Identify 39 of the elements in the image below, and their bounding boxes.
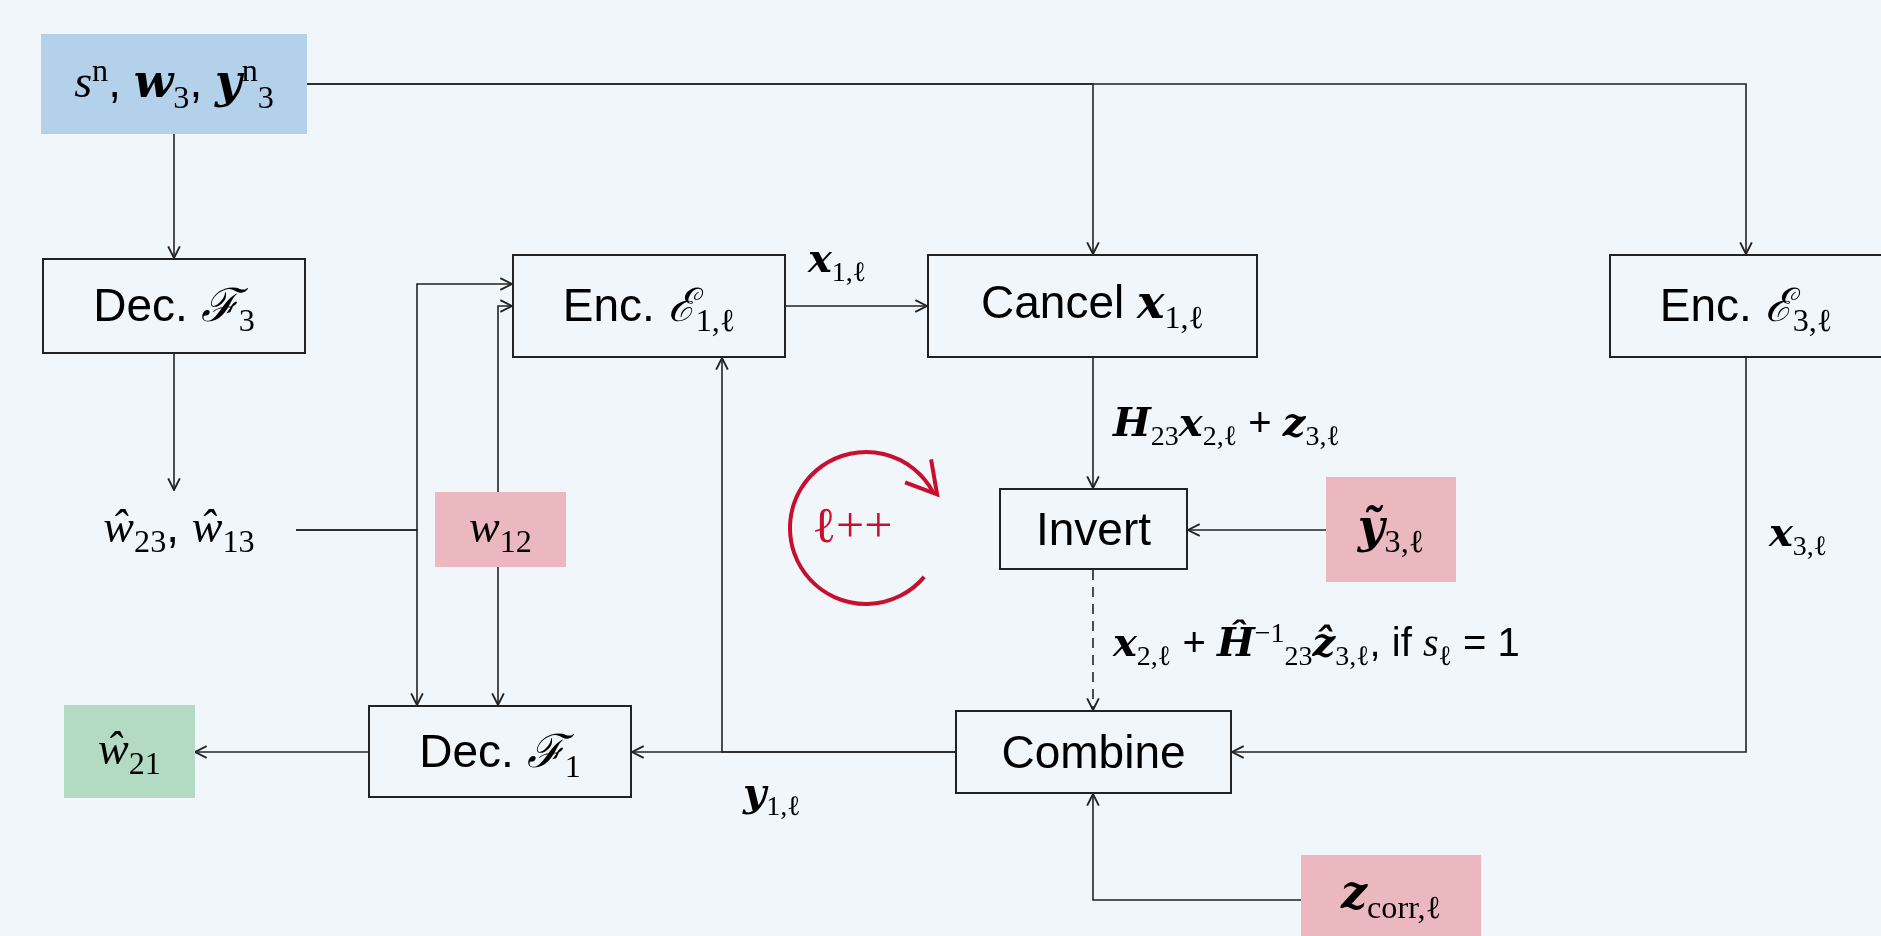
process-box [927, 254, 1258, 358]
arrow [1231, 357, 1747, 759]
process-box [512, 254, 786, 358]
variable-label [41, 34, 307, 134]
arrow [194, 745, 369, 759]
loop-counter-label: ℓ++ [812, 496, 893, 554]
arrow [785, 299, 928, 313]
node-text: ŵ$_{21}$ [98, 721, 161, 783]
variable-label [435, 492, 566, 567]
node-text: Enc. ℰ$_{1,ℓ}$ [562, 278, 736, 340]
node-text: ŵ$_{23}$, ŵ$_{13}$ [103, 499, 255, 561]
arrow [497, 299, 513, 493]
node-text: Dec. ℱ$_{3}$ [93, 278, 255, 340]
arrow [491, 566, 505, 706]
node-text: z$_{corr,ℓ}$ [1340, 864, 1442, 927]
arrow [715, 357, 956, 753]
arrow [306, 83, 1753, 255]
process-box [368, 705, 632, 798]
node-text: Cancel x$_{1,ℓ}$ [981, 275, 1204, 337]
process-box [955, 710, 1232, 794]
arrow [1086, 793, 1302, 901]
node-text: Enc. ℰ$_{3,ℓ}$ [1659, 278, 1833, 340]
node-text: ỹ$_{3,ℓ}$ [1357, 498, 1425, 561]
arrow [295, 277, 513, 531]
arrow [1086, 569, 1100, 711]
node-text: Combine [1001, 725, 1186, 779]
process-box [999, 488, 1188, 570]
node-text: Dec. ℱ$_{1}$ [419, 723, 581, 786]
arrow [167, 133, 181, 259]
node-text: Invert [1035, 502, 1151, 556]
arrow [1187, 523, 1327, 537]
node-text: w$_{12}$ [469, 499, 532, 561]
process-box [1609, 254, 1881, 358]
variable-label [64, 705, 195, 798]
variable-label [1301, 855, 1481, 936]
arrow [1086, 357, 1100, 489]
variable-label [1326, 477, 1456, 582]
arrow [167, 353, 181, 491]
process-box [42, 258, 306, 354]
